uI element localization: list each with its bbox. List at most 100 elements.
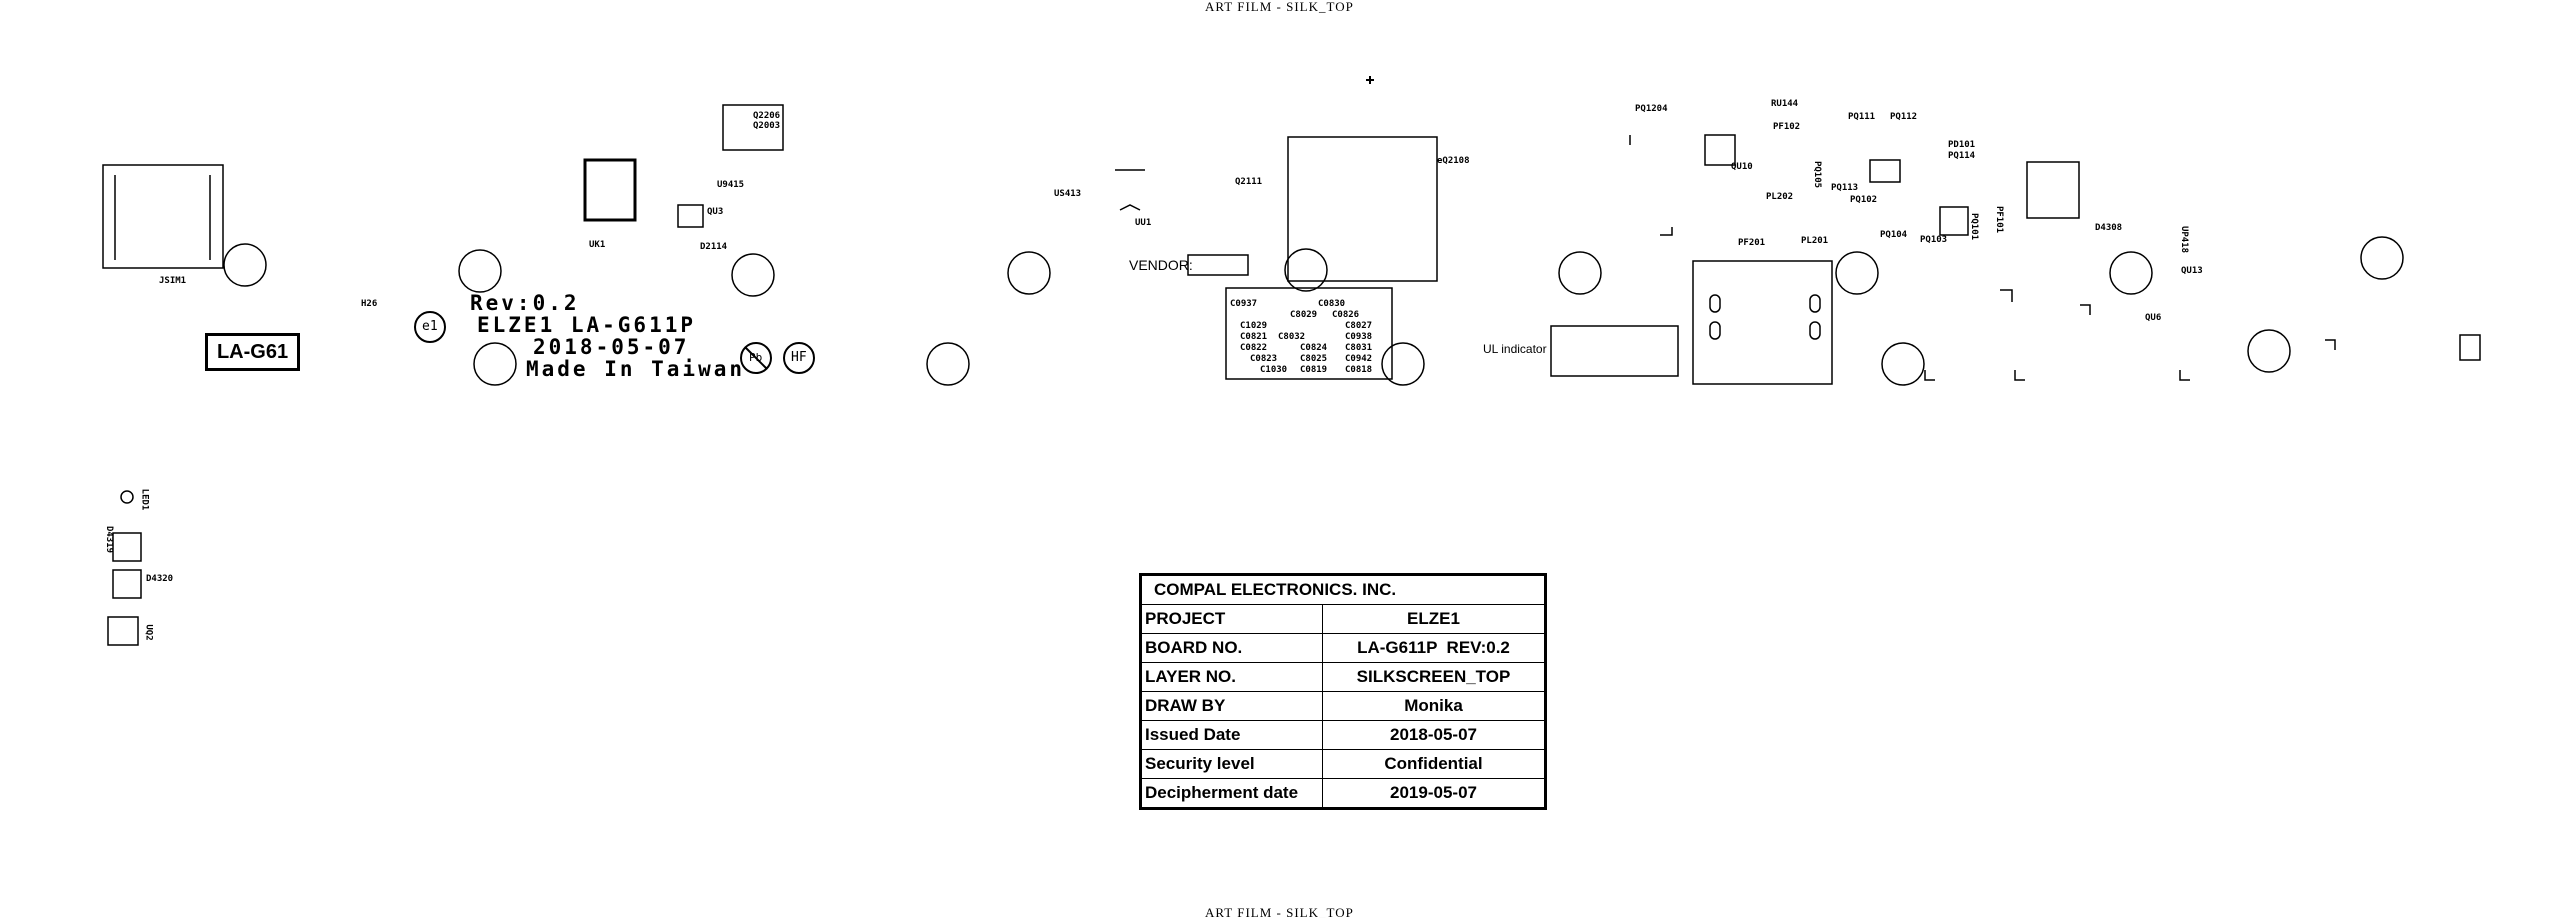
row-value: 2018-05-07: [1322, 720, 1546, 750]
ul-indicator-label: UL indicator: [1483, 342, 1547, 356]
row-value: Confidential: [1322, 749, 1546, 779]
ref-designator: PQ114: [1948, 151, 1976, 161]
connector-outline: [1692, 260, 1833, 385]
ref-designator: C8029: [1290, 310, 1318, 320]
ref-designator: C0824: [1300, 343, 1328, 353]
ref-designator: PF102: [1773, 122, 1801, 132]
row-label: PROJECT: [1140, 604, 1323, 634]
part-number-box: LA-G61: [205, 333, 300, 371]
hf-mark: HF: [791, 350, 807, 365]
vendor-label: VENDOR:: [1129, 257, 1193, 273]
ref-designator: C0826: [1332, 310, 1360, 320]
ref-designator: C8025: [1300, 354, 1328, 364]
sim-connector-outline: [102, 164, 224, 269]
ref-designator: QU13: [2181, 266, 2203, 276]
ref-designator: Q2111: [1235, 177, 1263, 187]
pb-mark: Pb: [749, 351, 763, 364]
ref-designator: C0818: [1345, 365, 1373, 375]
ref-designator: D4320: [146, 574, 174, 584]
ref-designator: eQ2108: [1437, 156, 1470, 166]
pb-free-mark-circle: [740, 342, 772, 374]
ref-designator: C0830: [1318, 299, 1346, 309]
bottom-caption: ART FILM - SILK_TOP: [1205, 905, 1354, 918]
mounting-holes: [223, 236, 2404, 386]
ul-indicator-box: [1550, 325, 1679, 377]
vendor-box: [1187, 254, 1249, 276]
row-value: 2019-05-07: [1322, 778, 1546, 809]
e1-mark-circle: [414, 311, 446, 343]
ref-designator: PQ113: [1831, 183, 1859, 193]
ref-designator: D2114: [700, 242, 728, 252]
ref-designator: UU1: [1135, 218, 1152, 228]
row-value: LA-G611P REV:0.2: [1322, 633, 1546, 663]
origin-marking: Made In Taiwan: [526, 357, 746, 381]
row-label: Issued Date: [1140, 720, 1323, 750]
component-outlines: [102, 104, 2481, 646]
hf-mark-circle: [783, 342, 815, 374]
date-marking: 2018-05-07: [533, 335, 690, 359]
ref-designator: D4308: [2095, 223, 2123, 233]
title-row: BOARD NO.LA-G611P REV:0.2: [1140, 633, 1546, 663]
ref-designator: C0821: [1240, 332, 1268, 342]
rev-marking: Rev:0.2: [470, 291, 580, 315]
ref-designator: RU144: [1771, 99, 1799, 109]
ref-designator: PF101: [1994, 205, 2005, 234]
ref-designator: C0819: [1300, 365, 1328, 375]
ref-designator: PQ105: [1812, 160, 1823, 189]
ref-designator: PQ112: [1890, 112, 1918, 122]
row-label: Decipherment date: [1140, 778, 1323, 809]
ref-designator: C8031: [1345, 343, 1373, 353]
ref-designator: PQ102: [1850, 195, 1878, 205]
ref-designator: C0937: [1230, 299, 1258, 309]
ref-designator: C0942: [1345, 354, 1373, 364]
row-value: SILKSCREEN_TOP: [1322, 662, 1546, 692]
ref-designator: D4319: [104, 525, 115, 554]
ref-designator: C1029: [1240, 321, 1268, 331]
ref-designator: C0822: [1240, 343, 1268, 353]
ref-designator: C0938: [1345, 332, 1373, 342]
row-label: LAYER NO.: [1140, 662, 1323, 692]
ref-designator: C8032: [1278, 332, 1306, 342]
ref-designator: UQ2: [143, 624, 154, 641]
ref-designator: QU6: [2145, 313, 2162, 323]
ref-designator: C1030: [1260, 365, 1288, 375]
row-value: Monika: [1322, 691, 1546, 721]
row-label: Security level: [1140, 749, 1323, 779]
ref-designator: PQ111: [1848, 112, 1876, 122]
ref-designator: PL202: [1766, 192, 1794, 202]
ref-designator: QU3: [707, 207, 724, 217]
title-row: LAYER NO.SILKSCREEN_TOP: [1140, 662, 1546, 692]
ref-designator: U9415: [717, 180, 745, 190]
ref-designator: C0823: [1250, 354, 1278, 364]
uk1-outline: [583, 158, 637, 222]
fiducial: [1366, 76, 1374, 84]
company-name: COMPAL ELECTRONICS. INC.: [1140, 574, 1546, 605]
ref-designator: PQ103: [1920, 235, 1948, 245]
ref-designator: UK1: [589, 240, 606, 250]
board-marking: ELZE1 LA-G611P: [477, 313, 697, 337]
ic-outline: [2026, 161, 2080, 219]
ref-designator: US413: [1054, 189, 1082, 199]
ref-designator: Q2003: [753, 121, 781, 131]
ref-designator: PL201: [1801, 236, 1829, 246]
ref-designator: Q2206: [753, 111, 781, 121]
ref-designator: QU10: [1731, 162, 1753, 172]
ref-designator: JSIM1: [159, 276, 187, 286]
e1-mark: e1: [422, 319, 438, 334]
ref-designator: PQ104: [1880, 230, 1908, 240]
ref-designator: PD101: [1948, 140, 1976, 150]
ref-designator: PF201: [1738, 238, 1766, 248]
row-label: DRAW BY: [1140, 691, 1323, 721]
ref-designator: UP418: [2179, 225, 2190, 254]
ref-designator: PQ101: [1969, 212, 1980, 241]
h-label: H26: [361, 299, 378, 309]
ref-designator: C8027: [1345, 321, 1373, 331]
